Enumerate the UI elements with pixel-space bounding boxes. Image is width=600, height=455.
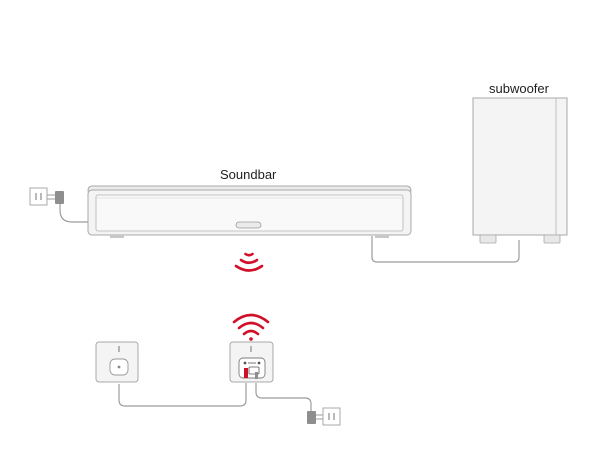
soundbar-power-cable <box>59 203 88 223</box>
power-outlet-right <box>322 407 341 426</box>
cables <box>59 203 520 412</box>
receiver-module-left <box>95 341 139 383</box>
power-outlet-left <box>29 187 48 206</box>
wifi-signal-icon <box>232 313 270 341</box>
transmitter-module-right <box>229 341 274 383</box>
module-power-cable <box>255 383 312 412</box>
soundbar-device <box>87 185 412 238</box>
power-plug-left <box>47 191 64 204</box>
wireless-signal-icon <box>234 252 264 272</box>
module-link-cable <box>118 383 247 407</box>
soundbar-label: Soundbar <box>220 167 277 182</box>
soundbar-subwoofer-cable <box>371 236 520 263</box>
subwoofer-label: subwoofer <box>489 81 549 96</box>
power-plug-right <box>307 411 324 424</box>
subwoofer-device <box>472 97 568 244</box>
